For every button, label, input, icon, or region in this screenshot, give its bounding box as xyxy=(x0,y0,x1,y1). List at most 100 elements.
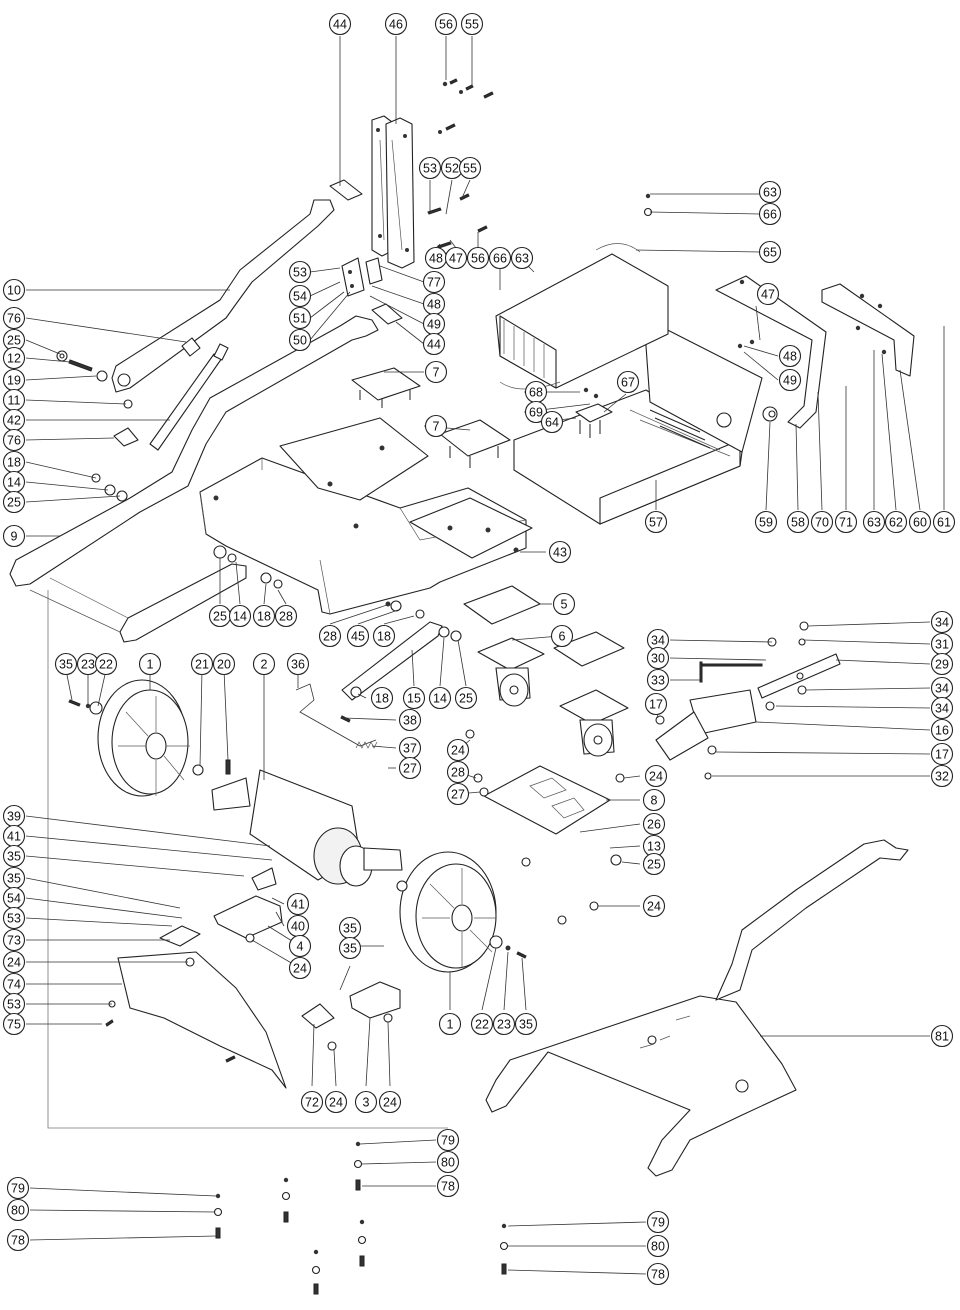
callout-7: 7 xyxy=(424,414,448,438)
callout-label: 35 xyxy=(519,1018,533,1032)
callout-23: 23 xyxy=(76,652,100,676)
callout-label: 44 xyxy=(333,18,347,32)
callout-25: 25 xyxy=(208,604,232,628)
callout-72: 72 xyxy=(300,1090,324,1114)
callout-35: 35 xyxy=(338,936,362,960)
callout-34: 34 xyxy=(646,628,670,652)
callout-label: 78 xyxy=(441,1180,455,1194)
callout-label: 25 xyxy=(459,692,473,706)
callout-label: 24 xyxy=(647,900,661,914)
callout-label: 81 xyxy=(935,1030,949,1044)
callout-label: 65 xyxy=(763,246,777,260)
part-6-caster-front xyxy=(477,637,545,707)
callout-24: 24 xyxy=(378,1090,402,1114)
callout-label: 61 xyxy=(937,516,951,530)
callout-35: 35 xyxy=(54,652,78,676)
callout-61: 61 xyxy=(932,510,956,534)
callout-label: 24 xyxy=(329,1096,343,1110)
callout-25: 25 xyxy=(2,328,26,352)
callout-8: 8 xyxy=(642,788,666,812)
callout-label: 24 xyxy=(451,744,465,758)
part-76-clevis-lower xyxy=(113,427,139,447)
part-81-handle-frame xyxy=(485,839,909,1177)
arm-nut xyxy=(438,626,450,638)
callout-24: 24 xyxy=(324,1090,348,1114)
callout-label: 28 xyxy=(279,610,293,624)
callout-label: 20 xyxy=(217,658,231,672)
callout-60: 60 xyxy=(908,510,932,534)
callout-label: 10 xyxy=(7,284,21,298)
callout-78: 78 xyxy=(646,1262,670,1286)
callout-label: 41 xyxy=(291,898,305,912)
callout-7: 7 xyxy=(424,360,448,384)
callout-label: 32 xyxy=(935,770,949,784)
callout-label: 80 xyxy=(11,1204,25,1218)
part-7-pad-lower xyxy=(439,419,511,468)
part-36-rod xyxy=(295,683,377,747)
callout-13: 13 xyxy=(642,834,666,858)
callout-label: 14 xyxy=(433,692,447,706)
callout-label: 28 xyxy=(323,630,337,644)
callout-17: 17 xyxy=(644,692,668,716)
callout-36: 36 xyxy=(286,652,310,676)
callout-18: 18 xyxy=(372,624,396,648)
callout-45: 45 xyxy=(346,624,370,648)
callout-2: 2 xyxy=(252,652,276,676)
callout-label: 1 xyxy=(447,1018,454,1032)
callout-23: 23 xyxy=(492,1012,516,1036)
part-29-axle xyxy=(757,638,841,699)
callout-label: 35 xyxy=(343,922,357,936)
callout-24: 24 xyxy=(446,738,470,762)
callout-label: 55 xyxy=(463,162,477,176)
callout-label: 48 xyxy=(427,298,441,312)
callout-14: 14 xyxy=(428,686,452,710)
callout-51: 51 xyxy=(288,306,312,330)
assembly-reference-line xyxy=(47,590,448,1129)
callout-label: 37 xyxy=(403,742,417,756)
part-2-drive-motor xyxy=(211,769,403,887)
callout-label: 35 xyxy=(59,658,73,672)
callout-label: 66 xyxy=(493,252,507,266)
callout-label: 78 xyxy=(11,1234,25,1248)
callout-label: 34 xyxy=(935,616,949,630)
callout-label: 80 xyxy=(441,1156,455,1170)
callout-40: 40 xyxy=(286,914,310,938)
callout-41: 41 xyxy=(286,892,310,916)
callout-label: 57 xyxy=(649,516,663,530)
part-62-cover-plate xyxy=(821,283,915,377)
callout-57: 57 xyxy=(644,510,668,534)
callout-label: 33 xyxy=(651,674,665,688)
callout-label: 4 xyxy=(297,940,304,954)
callout-label: 51 xyxy=(293,312,307,326)
part-73-bracket xyxy=(159,925,201,947)
callout-47: 47 xyxy=(756,282,780,306)
part-76-clevis-upper xyxy=(181,337,201,357)
callout-39: 39 xyxy=(2,804,26,828)
callout-25: 25 xyxy=(2,490,26,514)
callout-label: 38 xyxy=(403,714,417,728)
callout-label: 77 xyxy=(427,276,441,290)
callout-64: 64 xyxy=(540,410,564,434)
callout-label: 64 xyxy=(545,416,559,430)
callout-27: 27 xyxy=(446,782,470,806)
callout-12: 12 xyxy=(2,346,26,370)
callout-63: 63 xyxy=(862,510,886,534)
callout-34: 34 xyxy=(930,610,954,634)
callout-label: 34 xyxy=(651,634,665,648)
callout-label: 23 xyxy=(81,658,95,672)
callout-label: 41 xyxy=(7,830,21,844)
callout-label: 55 xyxy=(465,18,479,32)
callout-44: 44 xyxy=(328,12,352,36)
part-65-charger xyxy=(495,243,669,390)
arm-washer xyxy=(350,686,362,698)
callout-label: 26 xyxy=(647,818,661,832)
callout-6: 6 xyxy=(550,624,574,648)
callout-25: 25 xyxy=(454,686,478,710)
callout-81: 81 xyxy=(930,1024,954,1048)
callout-55: 55 xyxy=(460,12,484,36)
callout-label: 21 xyxy=(195,658,209,672)
callout-label: 9 xyxy=(11,530,18,544)
callout-22: 22 xyxy=(94,652,118,676)
callout-16: 16 xyxy=(930,718,954,742)
callout-78: 78 xyxy=(6,1228,30,1252)
